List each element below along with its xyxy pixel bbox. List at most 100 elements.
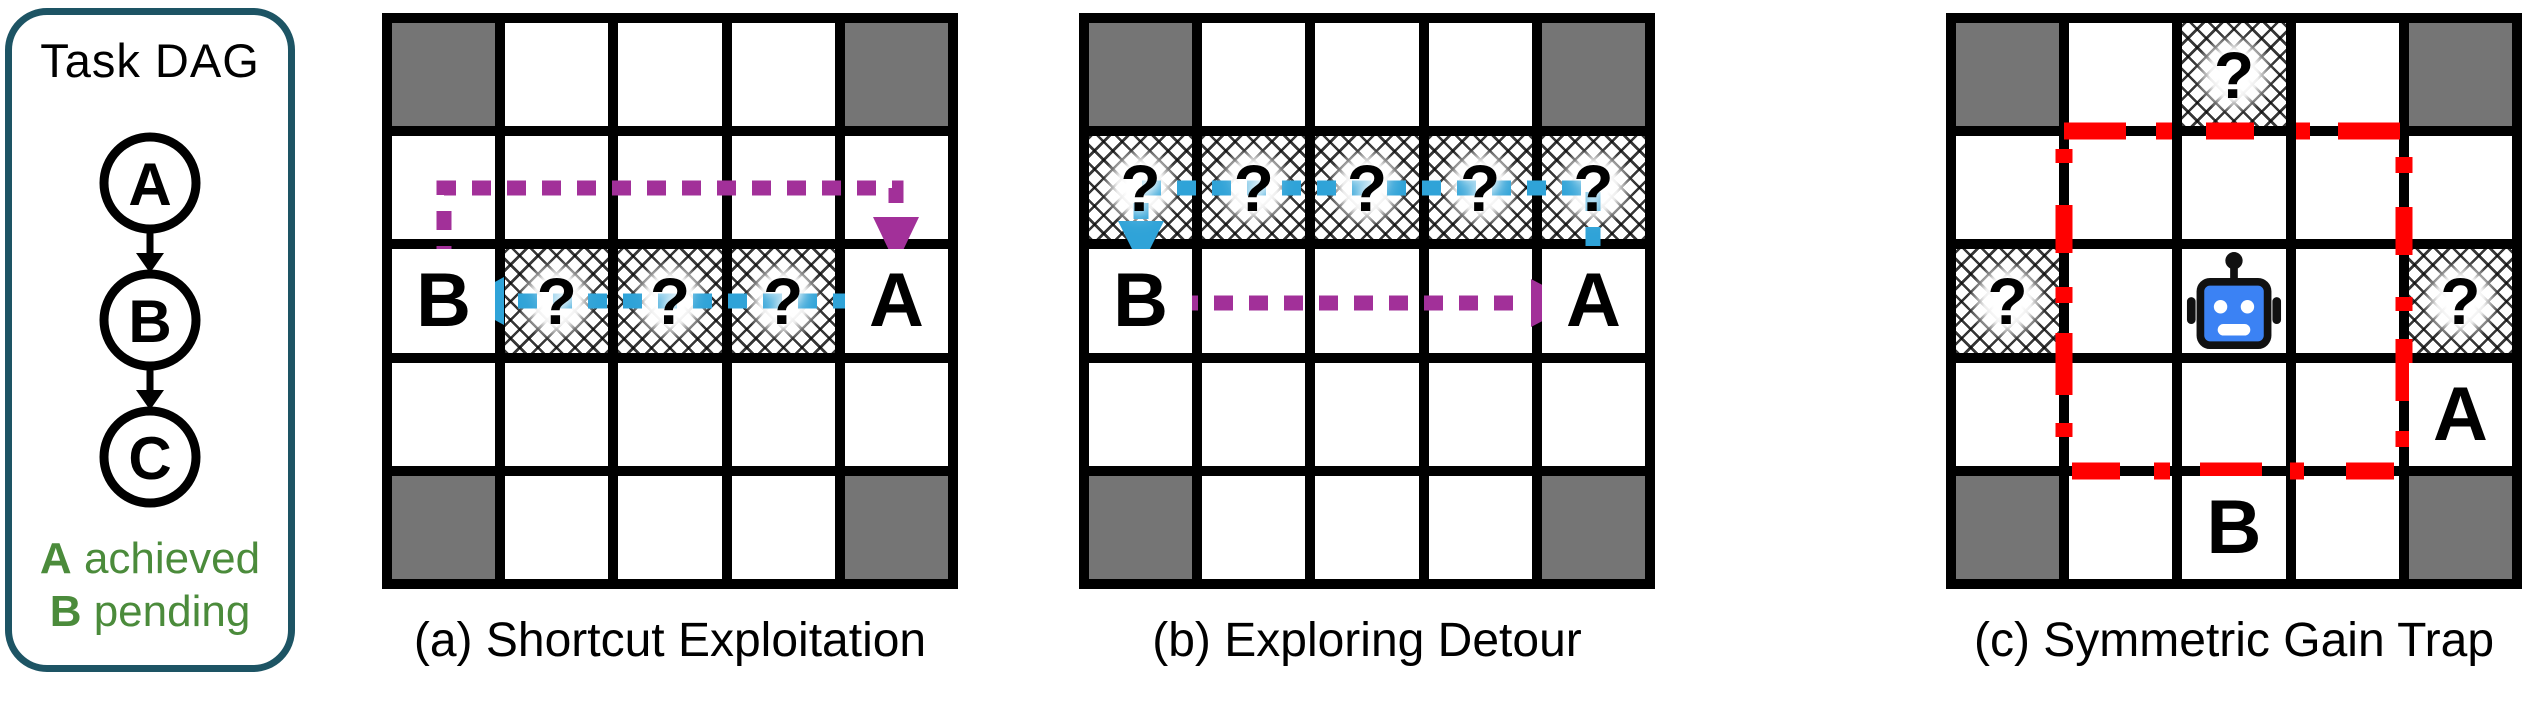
grid-b-unknown-cell-r1c2: ? <box>1315 136 1419 240</box>
grid-c-empty-cell-r3c1 <box>2069 362 2173 466</box>
grid-c-empty-cell-r1c2 <box>2182 136 2286 240</box>
dag-note-a-achieved: A achieved <box>12 532 288 586</box>
dag-node-b-label: B <box>128 288 171 355</box>
grid-a-empty-cell-r4c2 <box>618 475 722 579</box>
grid-b-unknown-cell-r1c0: ? <box>1089 136 1193 240</box>
dag-node-c <box>99 406 201 508</box>
question-mark: ? <box>1573 150 1614 225</box>
grid-c-wall-cell-r0c0 <box>1956 23 2060 127</box>
grid-a-empty-cell-r3c0 <box>392 362 496 466</box>
grid-c-empty-cell-r0c3 <box>2295 23 2399 127</box>
grid-a-empty-cell-r3c4 <box>844 362 948 466</box>
grid-a-cells: B???A <box>382 13 958 589</box>
question-mark: ? <box>1233 150 1274 225</box>
robot-icon <box>2186 252 2282 349</box>
grid-b-empty-cell-r2c1 <box>1202 249 1306 353</box>
question-mark: ? <box>763 263 804 338</box>
grid-a-empty-cell-r0c2 <box>618 23 722 127</box>
robot-head <box>2196 277 2272 349</box>
dag-node-a <box>99 132 201 234</box>
grid-b-empty-cell-r2c2 <box>1315 249 1419 353</box>
question-mark: ? <box>1120 150 1161 225</box>
grid-c-wall-cell-r4c4 <box>2408 475 2512 579</box>
figure-shortcut-exploitation: B???A (a) Shortcut Exploitation <box>382 13 958 668</box>
grid-c-empty-cell-r1c4 <box>2408 136 2512 240</box>
robot-ear-right <box>2272 297 2282 325</box>
grid-b-empty-cell-r4c1 <box>1202 475 1306 579</box>
grid-b-empty-cell-r3c4 <box>1541 362 1645 466</box>
task-dag-title: Task DAG <box>40 34 260 87</box>
grid-a-unknown-cell-r2c1: ? <box>505 249 609 353</box>
question-mark: ? <box>536 263 577 338</box>
grid-a-empty-cell-r1c3 <box>731 136 835 240</box>
grid-b-empty-cell-r0c2 <box>1315 23 1419 127</box>
question-mark: ? <box>1460 150 1501 225</box>
grid-a-empty-cell-r1c1 <box>505 136 609 240</box>
dag-arrowhead-a-b <box>136 253 164 273</box>
grid-a-wall-cell-r0c4 <box>844 23 948 127</box>
robot-mouth <box>2217 324 2251 336</box>
caption-c: (c) Symmetric Gain Trap <box>1973 614 2495 667</box>
figure-symmetric-gain-trap: ?? ? A B (c) Symmetric Gain Trap <box>1946 13 2522 668</box>
grid-c-empty-cell-r1c0 <box>1956 136 2060 240</box>
caption-a: (a) Shortcut Exploitation <box>413 614 927 667</box>
dag-node-a-label: A <box>128 151 171 218</box>
grid-c-empty-cell-r4c3 <box>2295 475 2399 579</box>
robot-antenna-ball <box>2225 252 2243 270</box>
grid-c-empty-cell-r2c1 <box>2069 249 2173 353</box>
grid-b-wall-cell-r0c0 <box>1089 23 1193 127</box>
grid-c-empty-cell-r3c3 <box>2295 362 2399 466</box>
grid-a-unknown-cell-r2c2: ? <box>618 249 722 353</box>
grid-b-empty-cell-r2c3 <box>1428 249 1532 353</box>
grid-c-wall-cell-r0c4 <box>2408 23 2512 127</box>
grid-a-empty-cell-r0c1 <box>505 23 609 127</box>
grid-b-unknown-cell-r1c3: ? <box>1428 136 1532 240</box>
grid-a-empty-cell-r4c3 <box>731 475 835 579</box>
task-dag-graph: A B C <box>99 132 201 508</box>
grid-a-empty-cell-r0c3 <box>731 23 835 127</box>
caption-b: (b) Exploring Detour <box>1152 614 1582 667</box>
grid-c: ?? ? A B <box>1946 13 2522 589</box>
grid-c-unknown-cell-r2c0: ? <box>1956 249 2060 353</box>
question-mark: ? <box>1987 263 2028 338</box>
grid-a-empty-cell-r3c3 <box>731 362 835 466</box>
grid-b-unknown-cell-r1c4: ? <box>1541 136 1645 240</box>
robot-eye-left <box>2213 300 2228 314</box>
dag-node-c-label: C <box>128 425 171 492</box>
grid-c-label-B-cell-r4c2: B <box>2182 475 2286 579</box>
grid-b-empty-cell-r3c1 <box>1202 362 1306 466</box>
grid-a-empty-cell-r3c1 <box>505 362 609 466</box>
grid-a-empty-cell-r4c1 <box>505 475 609 579</box>
dag-node-b <box>99 269 201 371</box>
grid-c-wall-cell-r4c0 <box>1956 475 2060 579</box>
grid-a: B???A <box>382 13 958 589</box>
grid-a-label-B-cell-r2c0: B <box>392 249 496 353</box>
grid-c-empty-cell-r1c1 <box>2069 136 2173 240</box>
grid-c-empty-cell-r3c2 <box>2182 362 2286 466</box>
dag-note-b-key: B <box>49 587 82 637</box>
grid-c-label-A-cell-r3c4: A <box>2408 362 2512 466</box>
question-mark: ? <box>1346 150 1388 225</box>
grid-c-robot-cell-r2c2 <box>2182 249 2286 353</box>
grid-b-empty-cell-r3c2 <box>1315 362 1419 466</box>
question-mark: ? <box>2440 263 2481 338</box>
question-mark: ? <box>649 263 691 338</box>
grid-b-empty-cell-r3c0 <box>1089 362 1193 466</box>
task-dag-legend: Task DAG A B C A achieved B pending <box>5 8 295 672</box>
dag-note-a-key: A <box>39 533 72 583</box>
robot-ear-left <box>2186 297 2196 325</box>
grid-a-empty-cell-r1c0 <box>392 136 496 240</box>
grid-c-unknown-cell-r2c4: ? <box>2408 249 2512 353</box>
grid-c-empty-cell-r1c3 <box>2295 136 2399 240</box>
dag-status-notes: A achieved B pending <box>12 532 288 639</box>
grid-b-unknown-cell-r1c1: ? <box>1202 136 1306 240</box>
grid-c-unknown-cell-r0c2: ? <box>2182 23 2286 127</box>
grid-b-label-B-cell-r2c0: B <box>1089 249 1193 353</box>
dag-note-b-pending: B pending <box>12 585 288 639</box>
grid-b-empty-cell-r0c3 <box>1428 23 1532 127</box>
grid-b-empty-cell-r3c3 <box>1428 362 1532 466</box>
